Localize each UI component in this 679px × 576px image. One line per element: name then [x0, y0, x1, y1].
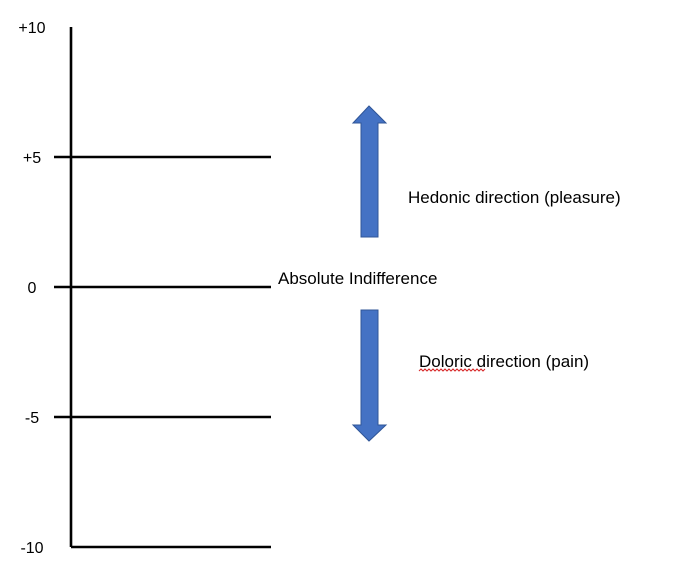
zero-annotation: Absolute Indifference — [278, 269, 437, 288]
scale-tick-label: +10 — [18, 20, 45, 37]
down-arrow-icon — [351, 309, 388, 442]
scale-ticks: +10 +5 0 -5 -10 — [18, 20, 271, 557]
up-arrow-icon — [351, 105, 388, 238]
scale-tick-label: +5 — [23, 150, 41, 167]
spellcheck-underline — [418, 368, 486, 372]
hedonic-direction-label: Hedonic direction (pleasure) — [408, 188, 621, 207]
doloric-direction-label: Doloric direction (pain) — [419, 352, 589, 371]
scale-tick-label: -5 — [25, 410, 39, 427]
scale-tick-label: 0 — [28, 280, 37, 297]
scale-tick-label: -10 — [20, 540, 43, 557]
